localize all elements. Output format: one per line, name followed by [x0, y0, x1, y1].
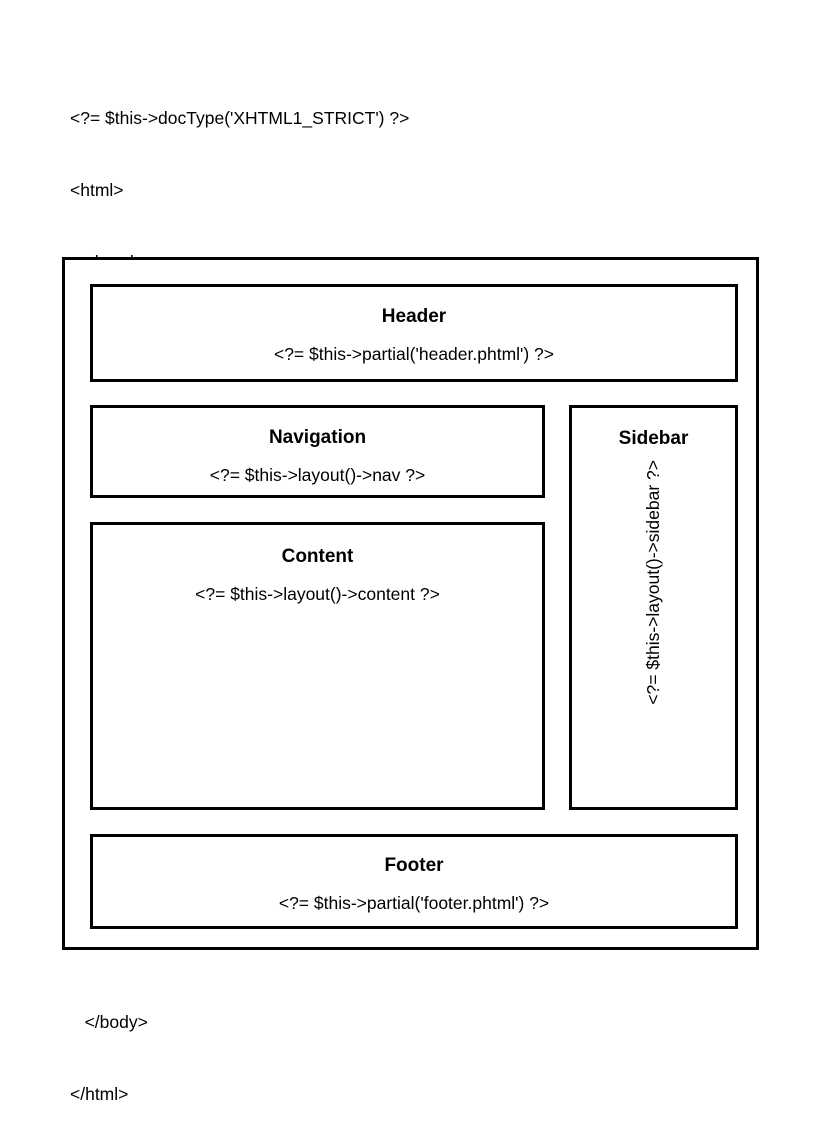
region-sidebar: Sidebar <?= $this->layout()->sidebar ?>	[569, 405, 738, 810]
code-line: </html>	[70, 1084, 129, 1104]
region-content: Content <?= $this->layout()->content ?>	[90, 522, 545, 810]
code-listing-bottom: </body> </html>	[70, 962, 148, 1130]
region-navigation-code: <?= $this->layout()->nav ?>	[209, 465, 426, 485]
region-footer: Footer <?= $this->partial('footer.phtml'…	[90, 834, 738, 929]
region-content-code: <?= $this->layout()->content ?>	[195, 584, 440, 604]
code-line: <?= $this->docType('XHTML1_STRICT') ?>	[70, 108, 410, 128]
code-line: <html>	[70, 180, 124, 200]
region-sidebar-title: Sidebar	[618, 428, 689, 449]
region-sidebar-code: <?= $this->layout()->sidebar ?>	[642, 460, 663, 705]
region-footer-title: Footer	[384, 855, 444, 876]
region-header: Header <?= $this->partial('header.phtml'…	[90, 284, 738, 382]
code-line: </body>	[70, 1012, 148, 1032]
region-navigation-title: Navigation	[268, 427, 367, 448]
region-header-code: <?= $this->partial('header.phtml') ?>	[273, 344, 555, 364]
region-header-title: Header	[381, 306, 447, 327]
region-content-title: Content	[281, 546, 354, 567]
region-sidebar-code-wrap: <?= $this->layout()->sidebar ?>	[572, 460, 735, 807]
region-footer-code: <?= $this->partial('footer.phtml') ?>	[278, 893, 550, 913]
region-navigation: Navigation <?= $this->layout()->nav ?>	[90, 405, 545, 498]
layout-diagram-frame: Header <?= $this->partial('header.phtml'…	[62, 257, 759, 950]
